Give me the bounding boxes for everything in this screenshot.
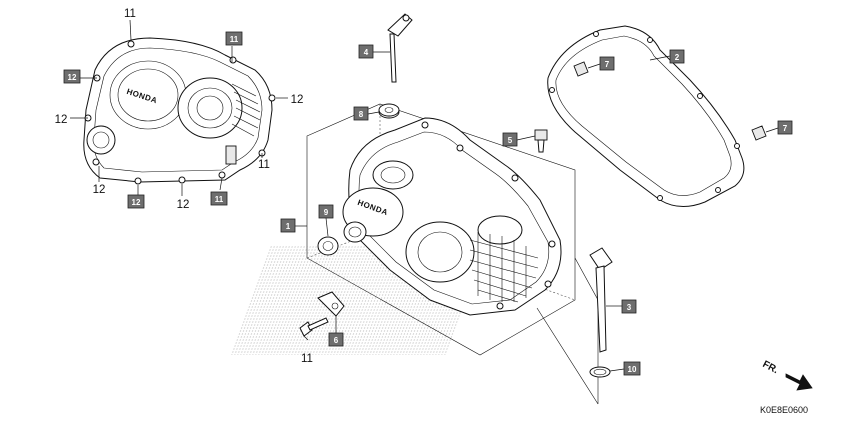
wire-clamp-stay — [387, 13, 413, 83]
callout-7-right-label: 7 — [783, 124, 788, 133]
callout-8-label: 8 — [359, 110, 364, 119]
callout-1-label: 1 — [286, 222, 291, 231]
breather-fitting — [534, 129, 548, 153]
dowel-pins — [573, 61, 767, 141]
ref-number-11-top: 11 — [124, 8, 136, 20]
callout-2-label: 2 — [675, 53, 680, 62]
reference-cover-view: HONDA — [83, 37, 276, 185]
callout-7-top-label: 7 — [605, 60, 610, 69]
ref-number-12-bottom: 12 — [177, 199, 190, 211]
callout-12-left: 12 — [63, 69, 81, 84]
callout-7-top: 7 — [599, 56, 615, 71]
callout-6: 6 — [328, 332, 344, 347]
front-arrow-icon — [785, 373, 813, 391]
callout-11-bottom: 11 — [210, 191, 228, 206]
callout-11-top: 11 — [225, 31, 243, 46]
flange-bolt — [299, 317, 329, 337]
callout-3-label: 3 — [627, 303, 632, 312]
ref-number-11-bolt: 11 — [301, 353, 313, 365]
callout-10: 10 — [623, 361, 641, 376]
callout-12-left-label: 12 — [68, 73, 77, 82]
callout-12-bottom: 12 — [127, 194, 145, 209]
callout-10-label: 10 — [628, 365, 637, 374]
callout-11-top-label: 11 — [230, 35, 239, 44]
callout-9-label: 9 — [324, 208, 329, 217]
ref-number-12-bottom-left: 12 — [93, 184, 106, 196]
callout-4-label: 4 — [364, 48, 369, 57]
callout-12-bottom-label: 12 — [132, 198, 141, 207]
ref-number-11-right: 11 — [258, 159, 270, 171]
leader-lines — [70, 19, 779, 372]
callout-5: 5 — [502, 132, 518, 147]
callout-1: 1 — [280, 218, 296, 233]
callout-9: 9 — [318, 204, 334, 219]
callout-6-label: 6 — [334, 336, 339, 345]
front-direction-label: FR. — [761, 359, 781, 376]
callout-2: 2 — [669, 49, 685, 64]
callout-7-right: 7 — [777, 120, 793, 135]
ref-number-12-left: 12 — [55, 114, 68, 126]
callout-11-bottom-label: 11 — [215, 195, 224, 204]
cable-stay — [317, 291, 345, 317]
callout-5-label: 5 — [508, 136, 513, 145]
callout-4: 4 — [358, 44, 374, 59]
front-direction-indicator: FR. — [761, 359, 813, 391]
right-crankcase-cover: HONDA — [342, 117, 562, 316]
callout-3: 3 — [621, 299, 637, 314]
sealing-washer — [378, 103, 400, 119]
ref-number-12-right: 12 — [291, 94, 304, 106]
o-ring — [589, 366, 611, 378]
oil-filler-cap-dipstick — [589, 247, 613, 353]
oil-seal — [317, 236, 339, 256]
callout-8: 8 — [353, 106, 369, 121]
diagram-code: K0E8E0600 — [760, 405, 808, 415]
cover-gasket — [547, 25, 745, 207]
